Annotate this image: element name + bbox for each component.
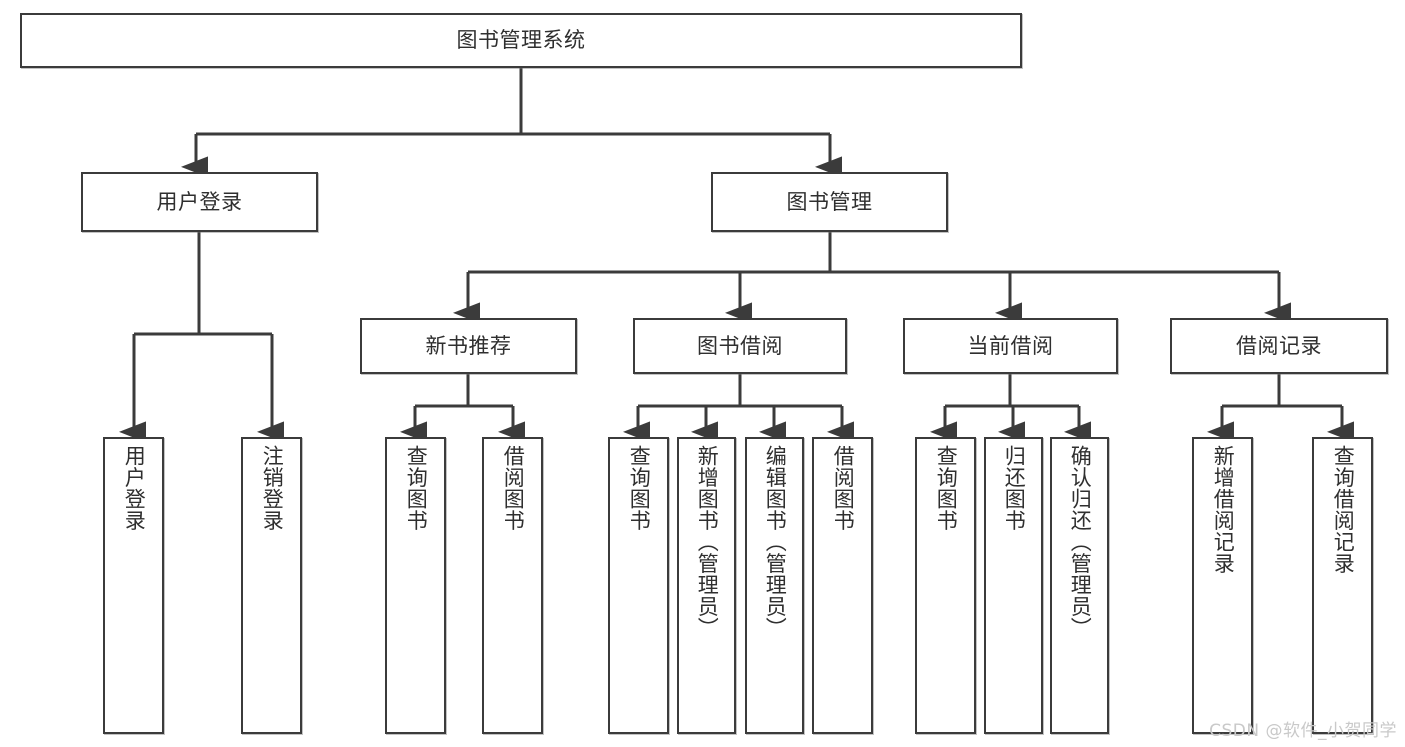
- node-label: 用户登录: [156, 189, 243, 214]
- node-label: 图书借阅: [697, 333, 783, 358]
- leaf-borrow-borrow-book[interactable]: 借阅图书: [812, 437, 873, 734]
- node-current-borrow[interactable]: 当前借阅: [903, 318, 1118, 374]
- node-label: 借阅图书: [501, 445, 526, 531]
- leaf-user-login-login[interactable]: 用户登录: [103, 437, 164, 734]
- leaf-current-query-book[interactable]: 查询图书: [915, 437, 976, 734]
- node-label: 新增借阅记录: [1211, 445, 1236, 574]
- node-label: 编辑图书（管理员）: [763, 445, 788, 639]
- node-label: 图书管理系统: [456, 28, 586, 53]
- node-book-borrow[interactable]: 图书借阅: [633, 318, 847, 374]
- node-root-system[interactable]: 图书管理系统: [20, 13, 1022, 68]
- node-label: 借阅记录: [1236, 333, 1322, 358]
- node-label: 确认归还（管理员）: [1068, 445, 1093, 639]
- leaf-borrow-query-book[interactable]: 查询图书: [608, 437, 669, 734]
- node-label: 新书推荐: [425, 333, 512, 358]
- node-label: 注销登录: [260, 445, 285, 531]
- node-borrow-record[interactable]: 借阅记录: [1170, 318, 1388, 374]
- node-label: 用户登录: [122, 445, 147, 531]
- leaf-current-return-book[interactable]: 归还图书: [984, 437, 1043, 734]
- leaf-current-confirm-return-admin[interactable]: 确认归还（管理员）: [1050, 437, 1109, 734]
- node-label: 查询图书: [934, 445, 959, 531]
- leaf-recommend-borrow-book[interactable]: 借阅图书: [482, 437, 543, 734]
- node-label: 查询图书: [404, 445, 429, 531]
- node-new-book-recommend[interactable]: 新书推荐: [360, 318, 577, 374]
- node-label: 图书管理: [786, 189, 873, 214]
- csdn-watermark: CSDN @软件_小贺同学: [1209, 721, 1397, 741]
- leaf-record-query-record[interactable]: 查询借阅记录: [1312, 437, 1373, 734]
- node-label: 当前借阅: [967, 333, 1054, 358]
- node-user-login[interactable]: 用户登录: [81, 172, 318, 232]
- leaf-user-login-logout[interactable]: 注销登录: [241, 437, 302, 734]
- node-label: 新增图书（管理员）: [695, 445, 720, 639]
- node-label: 查询图书: [627, 445, 652, 531]
- node-label: 借阅图书: [831, 445, 856, 531]
- leaf-borrow-add-book-admin[interactable]: 新增图书（管理员）: [677, 437, 736, 734]
- leaf-recommend-query-book[interactable]: 查询图书: [385, 437, 446, 734]
- node-book-management[interactable]: 图书管理: [711, 172, 948, 232]
- node-label: 查询借阅记录: [1331, 445, 1356, 574]
- node-label: 归还图书: [1002, 445, 1027, 531]
- leaf-borrow-edit-book-admin[interactable]: 编辑图书（管理员）: [745, 437, 804, 734]
- leaf-record-add-record[interactable]: 新增借阅记录: [1192, 437, 1253, 734]
